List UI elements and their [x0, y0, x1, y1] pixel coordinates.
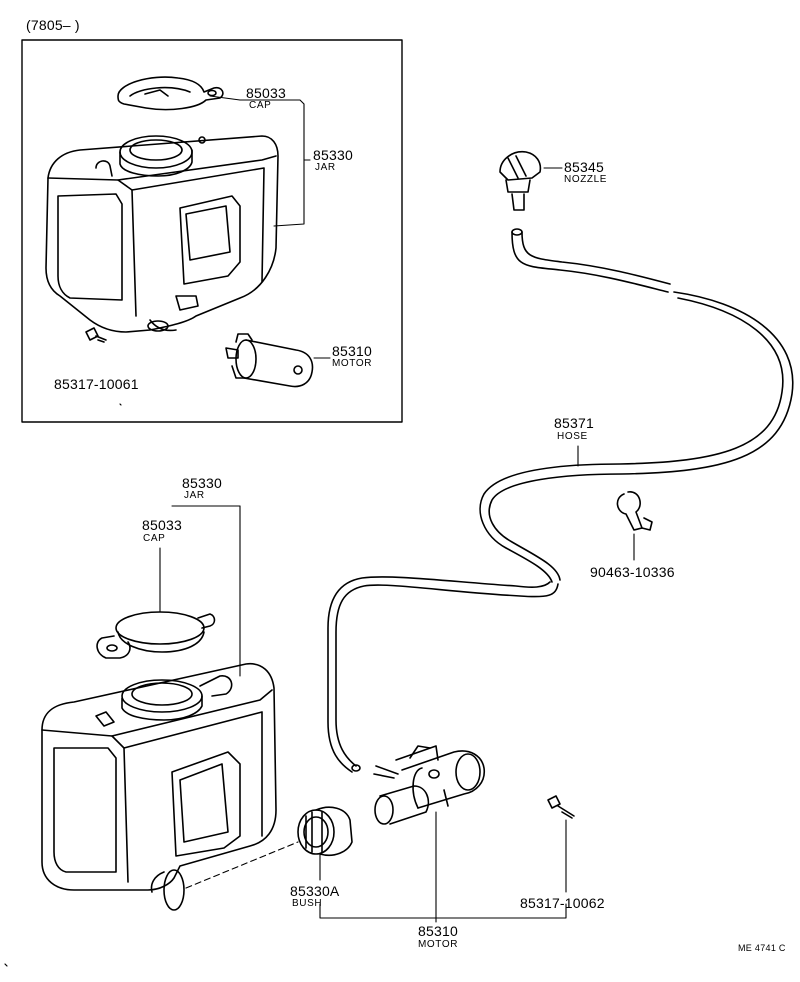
bush-number: 85330A — [290, 883, 340, 899]
diagram-code: ME 4741 C — [738, 943, 786, 953]
inset-frame — [21, 39, 403, 423]
inset-leaders — [209, 95, 331, 359]
inset-motor-name: MOTOR — [332, 358, 373, 369]
main-cap-shape — [96, 611, 216, 659]
main-jar-name: JAR — [184, 490, 205, 501]
main-leaders — [159, 505, 567, 923]
inset-motor-number: 85310 — [332, 343, 372, 359]
main-jar-number: 85330 — [182, 475, 222, 491]
inset-motor-shape — [225, 333, 314, 388]
main-screw-shape — [547, 795, 575, 819]
nozzle-name: NOZZLE — [564, 174, 608, 185]
bush-shape — [297, 806, 353, 857]
main-screw-number: 85317-10062 — [520, 895, 605, 911]
main-motor-number: 85310 — [418, 923, 458, 939]
hose-shape — [327, 228, 794, 779]
main-cap-number: 85033 — [142, 517, 182, 533]
main-motor-shape — [374, 745, 486, 825]
inset-jar-shape — [45, 135, 279, 333]
clamp-shape — [616, 491, 653, 531]
inset-cap-shape — [117, 76, 224, 111]
main-motor-name: MOTOR — [418, 939, 459, 950]
inset-screw-number: 85317-10061 — [54, 376, 139, 392]
clamp-number: 90463-10336 — [590, 564, 675, 580]
stray-mark — [4, 963, 8, 967]
nozzle-number: 85345 — [564, 159, 604, 175]
hose-number: 85371 — [554, 415, 594, 431]
inset-cap-number: 85033 — [246, 85, 286, 101]
main-cap-name: CAP — [143, 533, 166, 544]
date-range-label: (7805– ) — [26, 17, 80, 33]
nozzle-shape — [499, 150, 542, 211]
bush-name: BUSH — [292, 898, 323, 909]
main-jar-shape — [41, 663, 277, 911]
inset-jar-number: 85330 — [313, 147, 353, 163]
stray-mark-2 — [119, 403, 122, 406]
inset-jar-name: JAR — [315, 162, 336, 173]
jar-bush-dashed-line — [185, 841, 299, 889]
hose-name: HOSE — [557, 431, 588, 442]
inset-cap-name: CAP — [249, 100, 272, 111]
inset-screw-shape — [85, 327, 107, 343]
